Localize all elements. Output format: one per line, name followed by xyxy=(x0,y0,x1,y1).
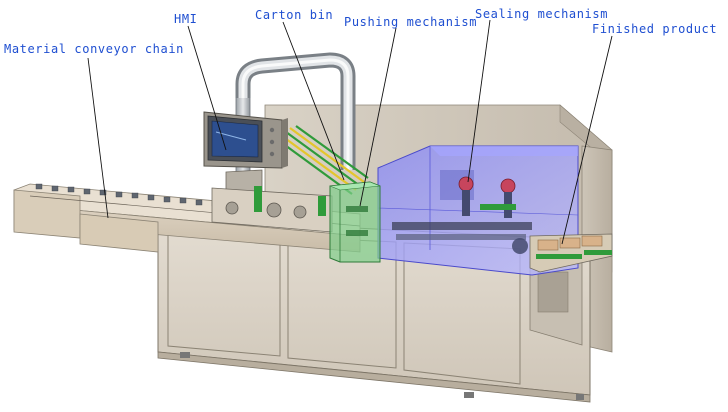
leader-finished xyxy=(561,35,613,245)
leader-lines xyxy=(87,19,613,245)
pushing-mechanism-block xyxy=(329,181,381,263)
leader-conveyor xyxy=(87,57,109,219)
discharge-conveyor xyxy=(529,233,613,273)
label-sealing-mechanism: Sealing mechanism xyxy=(475,7,609,21)
label-hmi: HMI xyxy=(174,12,198,26)
leader-carton-bin xyxy=(282,21,345,181)
label-carton-bin: Carton bin xyxy=(255,8,334,22)
label-pushing-mechanism: Pushing mechanism xyxy=(344,15,478,29)
leader-pushing xyxy=(359,27,397,207)
sealing-guard xyxy=(377,145,579,276)
label-finished-product: Finished product xyxy=(592,22,718,36)
label-material-conveyor-chain: Material conveyor chain xyxy=(4,42,184,56)
discharge-bay xyxy=(529,261,583,346)
leader-hmi xyxy=(187,25,227,151)
leader-sealing xyxy=(467,19,491,183)
